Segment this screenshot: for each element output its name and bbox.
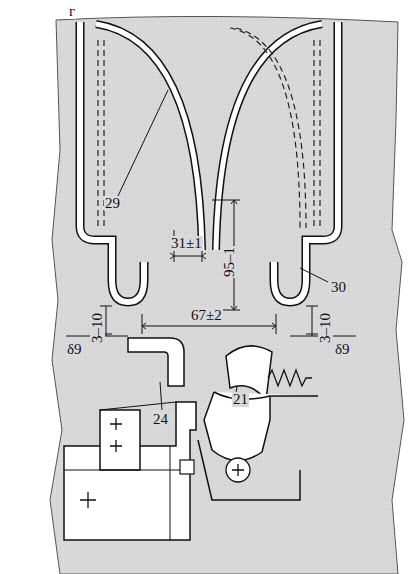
callout-label: 31±1 (170, 236, 203, 251)
section-ground (50, 16, 404, 574)
callout-label: 30 (330, 280, 347, 295)
pivot-cross (232, 464, 244, 476)
contact-holder (204, 392, 318, 461)
contact-base (64, 402, 196, 540)
base-lines (64, 402, 180, 540)
callout-label: 3–10 (90, 312, 105, 344)
callout-label: δ9 (66, 342, 83, 357)
fixed-contact (128, 338, 184, 386)
dashed-positions (98, 28, 320, 228)
screw-marks (80, 418, 122, 508)
dimension-lines (66, 200, 356, 336)
holder-lever (198, 440, 300, 500)
callout-label: 21 (232, 392, 249, 407)
callout-label: 29 (104, 196, 121, 211)
clamp-block (180, 460, 194, 474)
leader-lines (118, 90, 328, 410)
callout-label: 3–10 (318, 312, 333, 344)
arc-horns (80, 22, 338, 302)
callout-label: δ9 (334, 342, 351, 357)
contact-spring (268, 370, 312, 386)
base-insert (100, 410, 140, 470)
callout-label: 24 (152, 412, 169, 427)
callout-label: 95–1 (222, 246, 237, 278)
callout-label: г (68, 4, 76, 19)
pivot (226, 458, 250, 482)
callout-label: 67±2 (190, 308, 223, 323)
